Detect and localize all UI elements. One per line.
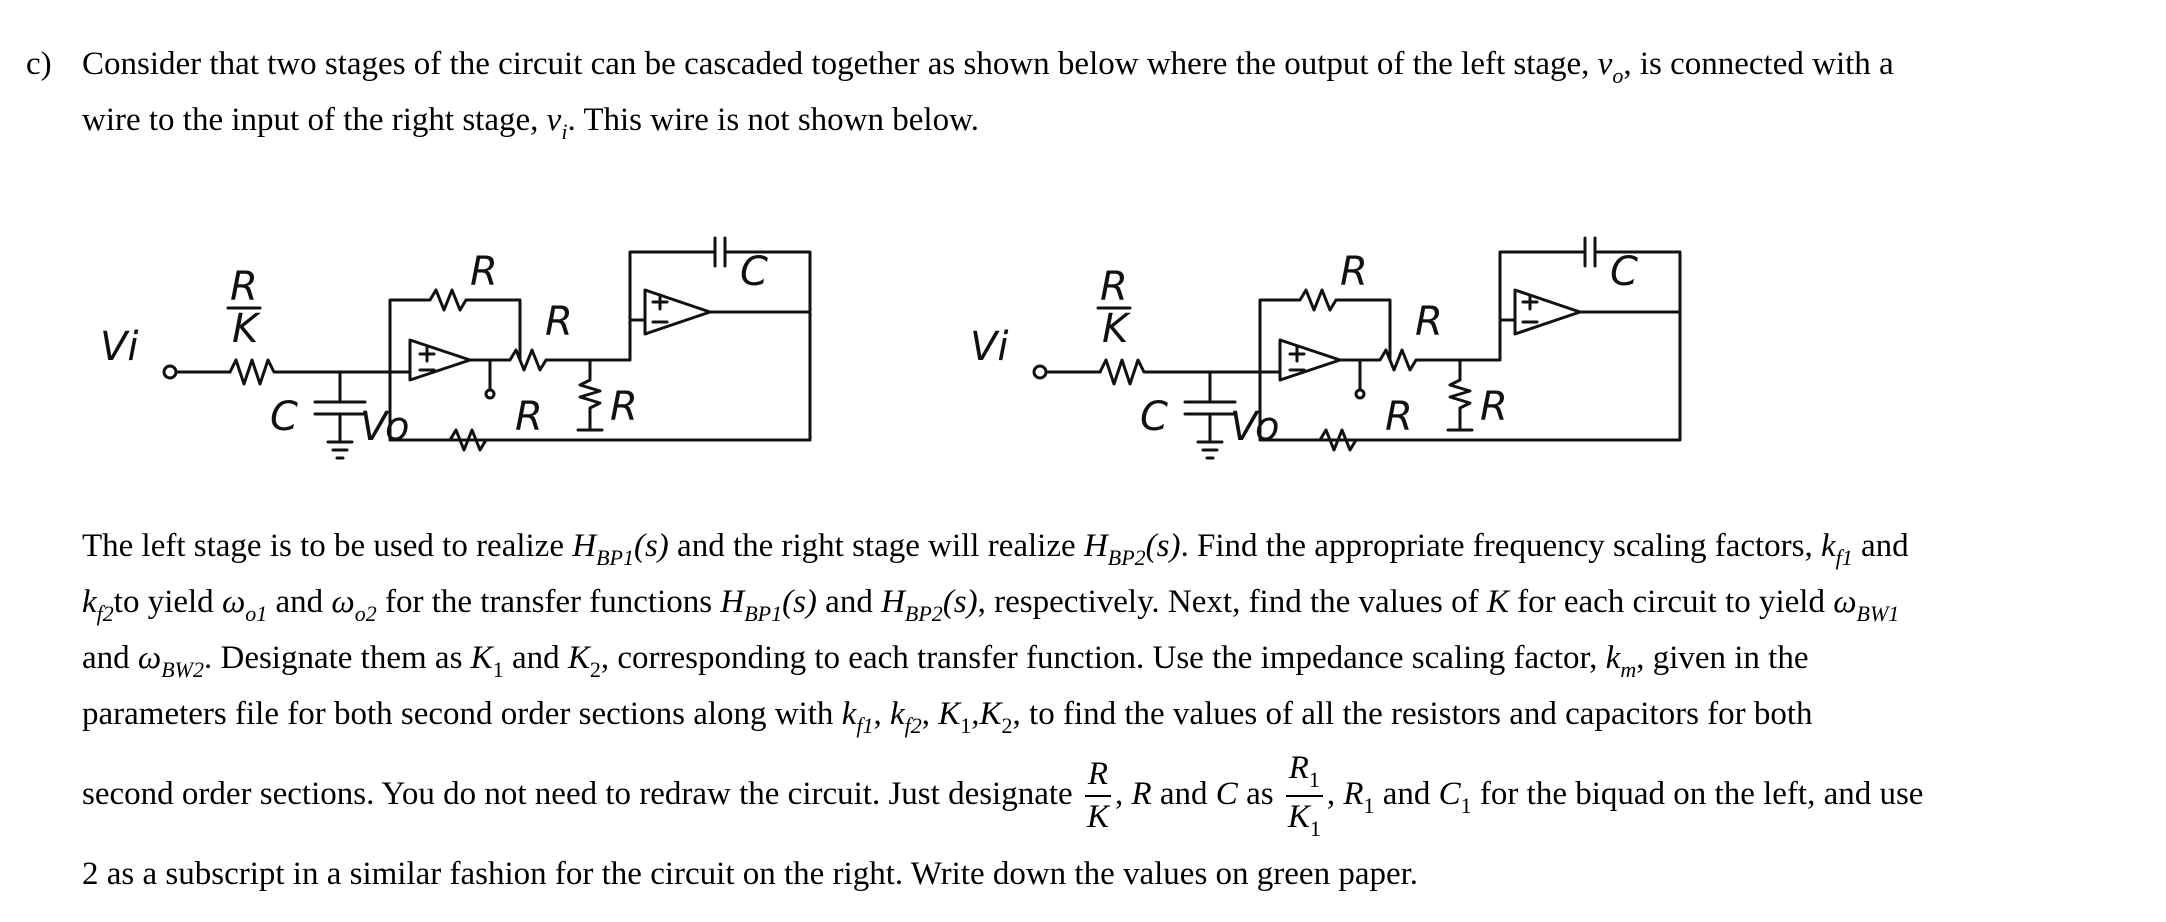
opamp1-output (1338, 358, 1362, 392)
opamp1-output (468, 358, 492, 392)
fraction-r1-over-k1: R1 K1 (1285, 750, 1323, 842)
rk-label-k: K (232, 306, 261, 352)
outer-feedback-wire (388, 310, 812, 442)
opamp-2 (643, 288, 712, 336)
opamp-2 (1513, 288, 1582, 336)
r-top-label: R (1340, 249, 1368, 295)
ground-symbol (326, 414, 354, 460)
c-label: C (1140, 394, 1168, 440)
body-line-4: parameters file for both second order se… (82, 696, 1813, 738)
series-resistor (488, 348, 592, 372)
right-circuit-drawing: Vi R K C R Vo R R R C (970, 236, 1682, 460)
input-terminal (162, 364, 178, 380)
ground-symbol (1196, 414, 1224, 460)
outer-feedback-wire (1258, 310, 1682, 442)
opamp-1 (408, 338, 472, 382)
r-series-label: R (545, 299, 573, 345)
fraction-r-over-k: R K (1084, 756, 1111, 836)
right-biquad-circuit: Vi R K C R Vo R R R C (970, 236, 1682, 460)
vo-label: Vo (1230, 404, 1280, 450)
feedback-capacitor-wire (1498, 250, 1682, 322)
bottom-resistor (1318, 428, 1358, 452)
feedback-capacitor (713, 236, 727, 268)
ground-capacitor (313, 400, 367, 416)
shunt-resistor (1446, 358, 1474, 432)
r-bottom-label: R (515, 394, 543, 440)
r-series-label: R (1415, 299, 1443, 345)
ground-capacitor (1183, 400, 1237, 416)
c-top-label: C (1610, 249, 1638, 295)
shunt-resistor (576, 358, 604, 432)
opamp-2-signs (651, 293, 669, 324)
vo-node (1354, 388, 1366, 400)
input-resistor (1098, 358, 1222, 386)
opamp-1 (1278, 338, 1342, 382)
intro-line-1: Consider that two stages of the circuit … (82, 46, 1894, 88)
bottom-resistor (448, 428, 488, 452)
input-resistor (228, 358, 352, 386)
feedback-capacitor-wire (628, 250, 812, 322)
rk-label-k: K (1102, 306, 1131, 352)
opamp2-input (588, 318, 647, 362)
r-bottom-label: R (1385, 394, 1413, 440)
opamp2-input (1458, 318, 1517, 362)
opamp-2-signs (1521, 293, 1539, 324)
body-line-1: The left stage is to be used to realize … (82, 528, 1909, 570)
c-top-label: C (740, 249, 768, 295)
rk-label-r: R (1100, 264, 1128, 310)
opamp-1-signs (1288, 345, 1306, 372)
rk-label-r: R (230, 264, 258, 310)
intro-line-2: wire to the input of the right stage, vi… (82, 102, 980, 144)
body-line-5: second order sections. You do not need t… (82, 750, 1924, 842)
opamp-1-signs (418, 345, 436, 372)
r-shunt-label: R (1480, 384, 1508, 430)
part-label: c) (26, 46, 52, 82)
vo-node (484, 388, 496, 400)
c-label: C (270, 394, 298, 440)
body-line-3: and ωBW2. Designate them as K1 and K2, c… (82, 640, 1809, 682)
vo-label: Vo (360, 404, 410, 450)
series-resistor (1358, 348, 1462, 372)
feedback-resistor-1 (388, 288, 522, 374)
feedback-capacitor (1583, 236, 1597, 268)
vi-label: Vi (970, 324, 1008, 370)
left-circuit-drawing: Vi R K C R Vo R R R (100, 236, 812, 460)
feedback-resistor-1 (1258, 288, 1392, 374)
r-shunt-label: R (610, 384, 638, 430)
body-line-2: kf2to yield ωo1 and ωo2 for the transfer… (82, 584, 1900, 626)
left-biquad-circuit: Vi R K C R Vo R R R (100, 236, 812, 460)
body-line-6: 2 as a subscript in a similar fashion fo… (82, 856, 1419, 892)
input-terminal (1032, 364, 1048, 380)
r-top-label: R (470, 249, 498, 295)
vi-label: Vi (100, 324, 138, 370)
